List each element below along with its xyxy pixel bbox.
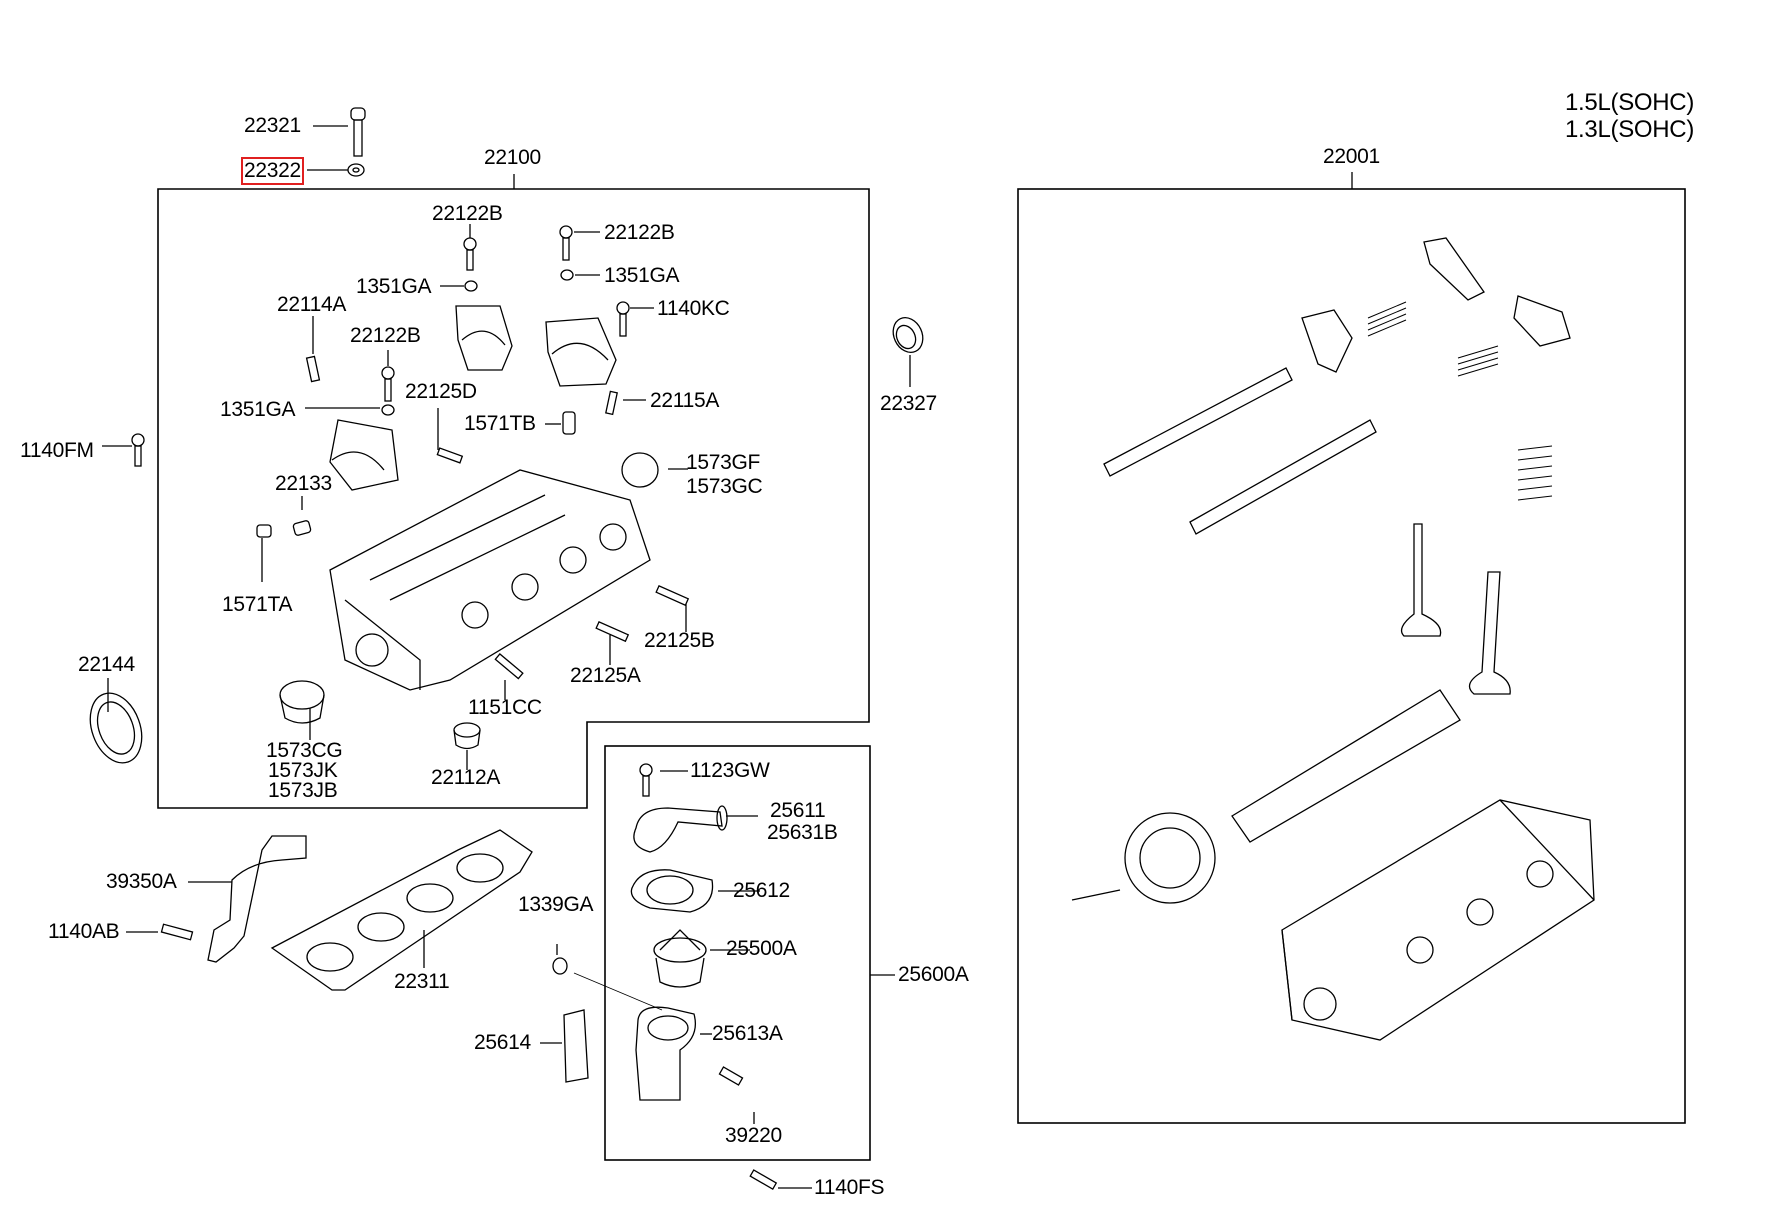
part-label-1351GA[interactable]: 1351GA <box>604 264 680 287</box>
part-label-25613A[interactable]: 25613A <box>712 1022 783 1045</box>
part-label-1151CC[interactable]: 1151CC <box>468 696 542 719</box>
part-label-39350A[interactable]: 39350A <box>106 870 177 893</box>
part-label-22122B[interactable]: 22122B <box>604 221 675 244</box>
part-label-22133[interactable]: 22133 <box>275 472 332 495</box>
part-label-25614[interactable]: 25614 <box>474 1031 531 1054</box>
part-label-22114A[interactable]: 22114A <box>277 293 347 316</box>
washer-22322-drawing <box>307 163 365 177</box>
part-label-22125B[interactable]: 22125B <box>644 629 715 652</box>
part-label-1571TA[interactable]: 1571TA <box>222 593 293 616</box>
part-label-39220[interactable]: 39220 <box>725 1124 782 1147</box>
part-label-22122B[interactable]: 22122B <box>432 202 503 225</box>
part-label-25500A[interactable]: 25500A <box>726 937 797 960</box>
part-label-1571TB[interactable]: 1571TB <box>464 412 536 435</box>
part-label-25612[interactable]: 25612 <box>733 879 790 902</box>
part-label-1140AB[interactable]: 1140AB <box>48 920 120 943</box>
part-label-1573GF[interactable]: 1573GF <box>686 451 761 474</box>
group-label-22100[interactable]: 22100 <box>484 146 541 169</box>
part-label-1573GC[interactable]: 1573GC <box>686 475 763 498</box>
group-label-25600A[interactable]: 25600A <box>898 963 969 986</box>
part-label-22115A[interactable]: 22115A <box>650 389 720 412</box>
frame-25600A <box>604 745 871 1161</box>
frame-22001 <box>1017 188 1686 1124</box>
engine-variant-1: 1.5L(SOHC) <box>1565 89 1695 116</box>
part-label-22144[interactable]: 22144 <box>78 653 135 676</box>
part-label-22311[interactable]: 22311 <box>394 970 450 993</box>
gasket-22311-drawing <box>270 829 533 991</box>
part-label-22112A[interactable]: 22112A <box>431 766 501 789</box>
cam-cap-drawings <box>329 305 617 491</box>
part-label-1573JB[interactable]: 1573JB <box>268 779 338 802</box>
part-label-1573CG[interactable]: 1573CG <box>266 739 343 762</box>
part-label-22322-selected[interactable]: 22322 <box>241 157 304 185</box>
part-label-1339GA[interactable]: 1339GA <box>518 893 594 916</box>
bolt-22321-drawing <box>313 107 366 157</box>
part-label-25611[interactable]: 25611 <box>770 799 826 822</box>
engine-variant-2: 1.3L(SOHC) <box>1565 116 1695 143</box>
part-label-25631B[interactable]: 25631B <box>767 821 838 844</box>
part-label-1351GA[interactable]: 1351GA <box>220 398 296 421</box>
part-label-1123GW[interactable]: 1123GW <box>690 759 770 782</box>
part-label-1140FM[interactable]: 1140FM <box>20 439 94 462</box>
cylinder-head-22001-drawing <box>1071 237 1595 1041</box>
cylinder-head-22100-drawing <box>329 469 651 691</box>
part-label-1140FS[interactable]: 1140FS <box>814 1176 885 1199</box>
part-label-1351GA[interactable]: 1351GA <box>356 275 432 298</box>
part-label-22321[interactable]: 22321 <box>244 114 301 137</box>
part-label-22327[interactable]: 22327 <box>880 392 937 415</box>
part-label-22122B[interactable]: 22122B <box>350 324 421 347</box>
part-label-1140KC[interactable]: 1140KC <box>657 297 730 320</box>
part-label-22125D[interactable]: 22125D <box>405 380 477 403</box>
frame-22100 <box>157 188 870 809</box>
part-label-1573JK[interactable]: 1573JK <box>268 759 338 782</box>
part-label-22125A[interactable]: 22125A <box>570 664 641 687</box>
group-label-22001[interactable]: 22001 <box>1323 145 1380 168</box>
